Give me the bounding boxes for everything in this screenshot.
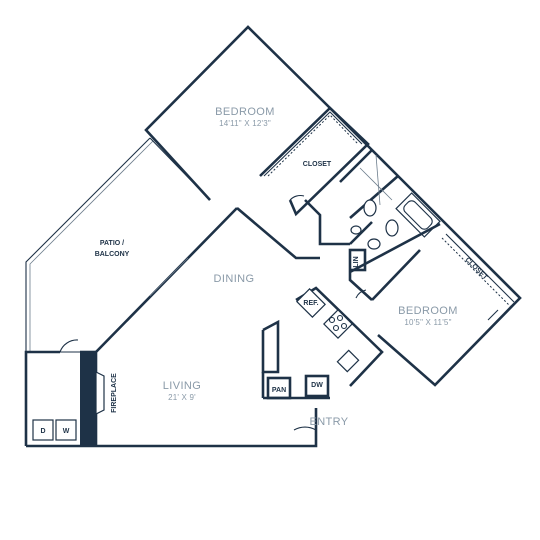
interior-walls <box>59 106 515 431</box>
washer-label: W <box>63 428 70 435</box>
patio-label-line2: BALCONY <box>95 251 130 258</box>
patio-label-line1: PATIO / <box>100 240 124 247</box>
dishwasher-label: DW <box>311 382 323 389</box>
pantry-label: PAN <box>272 387 286 394</box>
fireplace <box>80 352 105 446</box>
closet-second-label: CLOSET <box>464 256 490 282</box>
living-name: LIVING <box>163 380 201 392</box>
dining-name: DINING <box>214 273 255 285</box>
dryer-label: D <box>40 428 45 435</box>
fireplace-label: FIREPLACE <box>111 373 118 413</box>
bedroom-main-size: 14'11" X 12'3" <box>219 119 271 128</box>
washer-dryer <box>32 419 77 441</box>
refrigerator-label: REF. <box>303 300 318 307</box>
living-size: 21' X 9' <box>168 393 196 402</box>
bedroom-second-name: BEDROOM <box>398 305 458 317</box>
bedroom-second-size: 10'5" X 11'5" <box>404 318 451 327</box>
linen-label: LIN <box>353 256 360 267</box>
closet-main-label: CLOSET <box>303 161 332 168</box>
bedroom-main-name: BEDROOM <box>215 106 275 118</box>
entry-name: ENTRY <box>309 416 348 428</box>
